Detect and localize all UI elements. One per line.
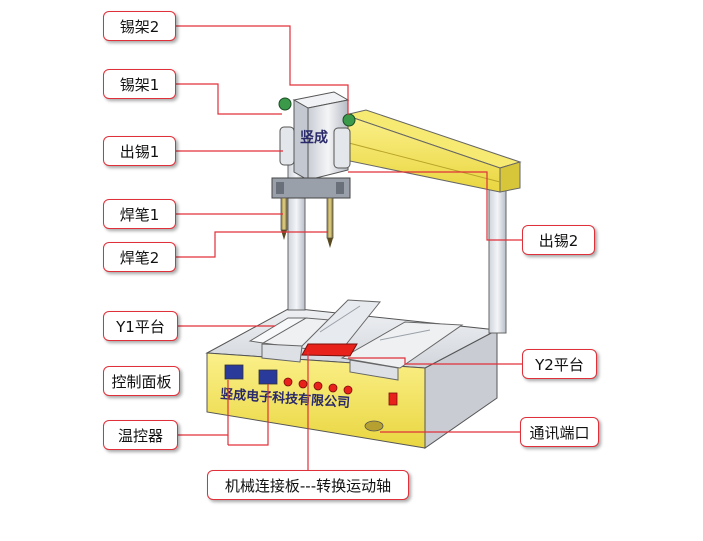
panel-button <box>343 385 353 395</box>
label-soldering-pen-2: 焊笔2 <box>103 242 176 272</box>
leader-lines <box>176 25 522 470</box>
panel-button <box>283 377 293 387</box>
gantry-beam <box>343 109 522 193</box>
panel-button <box>298 379 308 389</box>
temp-display-2 <box>258 369 278 385</box>
mechanical-link-bar <box>301 343 358 357</box>
tin-rack-1-knob <box>278 97 292 111</box>
label-comm-port: 通讯端口 <box>520 417 599 447</box>
label-tin-rack-1: 锡架1 <box>103 69 176 99</box>
label-tin-out-1: 出锡1 <box>103 136 176 166</box>
temp-display-1 <box>224 364 244 380</box>
label-soldering-pen-1: 焊笔1 <box>103 199 176 229</box>
label-y2-platform: Y2平台 <box>522 349 597 379</box>
comm-port-socket <box>364 420 384 432</box>
label-control-panel: 控制面板 <box>103 366 180 396</box>
platforms <box>248 299 464 381</box>
label-mechanical-link: 机械连接板---转换运动轴 <box>207 470 409 500</box>
label-tin-out-2: 出锡2 <box>522 225 595 255</box>
label-y1-platform: Y1平台 <box>103 311 178 341</box>
head-logo: 竖成 <box>300 129 328 146</box>
tin-rack-2-knob <box>342 113 356 127</box>
power-switch <box>388 392 398 406</box>
panel-button <box>313 381 323 391</box>
solder-head: 竖成 <box>271 91 356 248</box>
panel-button <box>328 383 338 393</box>
label-temp-controller: 温控器 <box>103 420 178 450</box>
label-tin-rack-2: 锡架2 <box>103 11 176 41</box>
